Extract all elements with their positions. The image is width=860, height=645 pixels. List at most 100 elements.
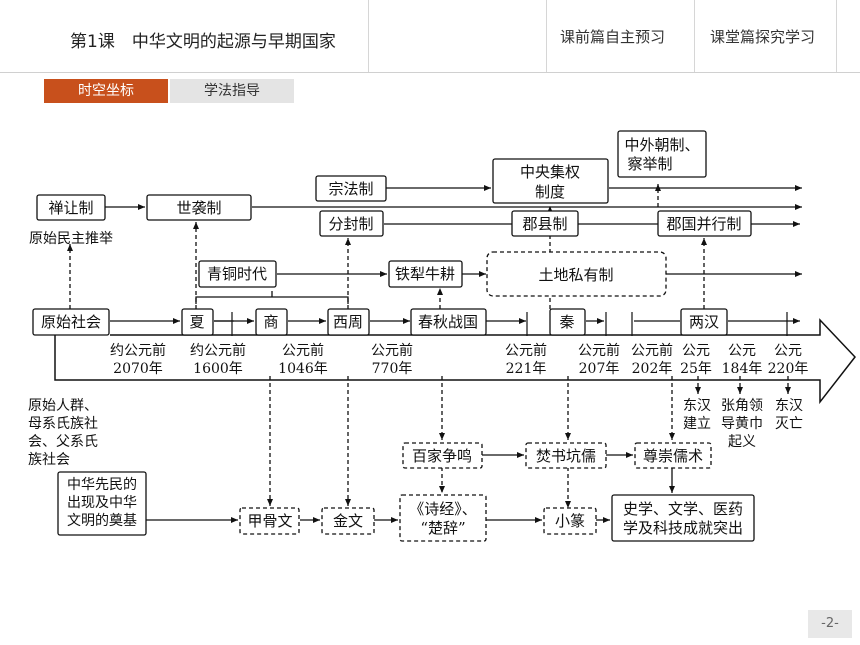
jinwen-label: 金文 bbox=[333, 512, 363, 530]
iron-label: 铁犁牛耕 bbox=[395, 265, 455, 283]
date-labels: 约公元前2070年约公元前1600年公元前1046年公元前770年公元前221年… bbox=[110, 342, 808, 377]
period-han: 两汉 bbox=[689, 313, 719, 331]
iron-box bbox=[388, 260, 463, 288]
date-label: 2070年 bbox=[113, 361, 163, 377]
han-event-label: 东汉 bbox=[775, 398, 803, 414]
date-label: 公元 bbox=[774, 343, 802, 359]
header-divider bbox=[694, 0, 695, 72]
culture-origin-box bbox=[57, 471, 147, 536]
date-label: 公元前 bbox=[578, 342, 620, 359]
han-event-label: 建立 bbox=[683, 416, 711, 432]
date-label: 184年 bbox=[722, 361, 763, 377]
achievement-label-2: 学及科技成就突出 bbox=[623, 519, 743, 537]
shijing-label: 《诗经》、 bbox=[409, 500, 477, 518]
date-label: 25年 bbox=[680, 361, 712, 377]
period-qin: 秦 bbox=[559, 313, 574, 331]
period-chunqiu: 春秋战国 bbox=[418, 313, 478, 331]
period-shang: 商 bbox=[263, 313, 278, 331]
nav-explore-link[interactable]: 课堂篇探究学习 bbox=[710, 28, 816, 46]
zongfa-label: 宗法制 bbox=[328, 180, 373, 198]
date-label: 公元前 bbox=[371, 342, 413, 359]
date-label: 1046年 bbox=[278, 361, 328, 377]
society-note-line: 会、父系氏 bbox=[28, 434, 98, 450]
chuci-label: “楚辞” bbox=[420, 519, 465, 537]
han-event-label: 东汉 bbox=[683, 398, 711, 414]
shixi-box bbox=[146, 194, 252, 221]
culture-origin-line: 文明的奠基 bbox=[67, 512, 137, 529]
society-note-line: 原始人群、 bbox=[28, 398, 98, 414]
bronze-box bbox=[198, 260, 277, 288]
shanrang-note: 原始民主推举 bbox=[29, 231, 113, 247]
jiagu-label: 甲骨文 bbox=[247, 512, 292, 530]
central-box bbox=[492, 158, 609, 204]
date-label: 207年 bbox=[579, 361, 620, 377]
han-event-label: 导黄巾 bbox=[721, 415, 763, 432]
zhou-box bbox=[327, 308, 370, 336]
page-number: -2- bbox=[808, 610, 852, 638]
tab-timeline[interactable]: 时空坐标 bbox=[44, 79, 168, 103]
jungguo-label: 郡国并行制 bbox=[666, 215, 741, 233]
baijia-box bbox=[402, 442, 483, 469]
fenfeng-label: 分封制 bbox=[328, 215, 373, 233]
header-divider bbox=[546, 0, 547, 72]
waichao-box bbox=[617, 130, 707, 178]
xiaozhuan-label: 小篆 bbox=[555, 512, 585, 530]
date-label: 公元 bbox=[728, 343, 756, 359]
land-label: 土地私有制 bbox=[538, 266, 613, 284]
lesson-title: 第1课 中华文明的起源与早期国家 bbox=[70, 32, 336, 52]
date-label: 公元前 bbox=[282, 342, 324, 359]
waichao-label-2: 察举制 bbox=[627, 155, 672, 173]
header-divider bbox=[836, 0, 837, 72]
shanrang-box bbox=[36, 194, 106, 221]
society-note-line: 族社会 bbox=[28, 452, 70, 468]
zunru-label: 尊崇儒术 bbox=[643, 447, 703, 465]
han-event-label: 起义 bbox=[728, 434, 756, 450]
xia-box bbox=[181, 308, 214, 336]
primitive-box bbox=[32, 308, 110, 336]
achievement-label-1: 史学、文学、医药 bbox=[623, 500, 743, 518]
date-label: 202年 bbox=[632, 361, 673, 377]
qin-box bbox=[549, 308, 586, 336]
han-box bbox=[680, 308, 728, 336]
culture-origin-line: 中华先民的 bbox=[67, 477, 137, 493]
zunru-box bbox=[634, 442, 712, 469]
han-event-label: 灭亡 bbox=[775, 416, 803, 432]
date-label: 约公元前 bbox=[110, 342, 166, 359]
shanrang-label: 禅让制 bbox=[48, 199, 93, 217]
date-label: 公元前 bbox=[631, 342, 673, 359]
fenshu-box bbox=[525, 442, 607, 469]
waichao-label-1: 中外朝制、 bbox=[624, 136, 699, 154]
header-divider bbox=[368, 0, 369, 72]
chunqiu-box bbox=[410, 308, 487, 336]
period-primitive: 原始社会 bbox=[41, 313, 101, 331]
society-note-line: 母系氏族社 bbox=[28, 416, 98, 432]
nav-preview-link[interactable]: 课前篇自主预习 bbox=[560, 28, 666, 46]
fenshu-label: 焚书坑儒 bbox=[536, 447, 596, 465]
central-label-1: 中央集权 bbox=[520, 163, 580, 181]
timeline-arrow bbox=[54, 318, 856, 405]
date-label: 770年 bbox=[372, 361, 413, 377]
junxian-box bbox=[511, 210, 579, 237]
shang-box bbox=[255, 308, 288, 336]
date-label: 220年 bbox=[768, 361, 809, 377]
jungguo-box bbox=[657, 210, 752, 237]
jinwen-box bbox=[321, 507, 375, 535]
bronze-label: 青铜时代 bbox=[207, 265, 267, 283]
date-label: 公元 bbox=[682, 343, 710, 359]
date-label: 公元前 bbox=[505, 342, 547, 359]
shijing-box bbox=[399, 494, 487, 542]
achievement-box bbox=[611, 494, 755, 542]
jiagu-box bbox=[239, 507, 300, 535]
central-label-2: 制度 bbox=[535, 183, 565, 201]
date-label: 221年 bbox=[506, 361, 547, 377]
tab-study-guide[interactable]: 学法指导 bbox=[170, 79, 294, 103]
land-box bbox=[486, 251, 667, 297]
date-label: 约公元前 bbox=[190, 342, 246, 359]
period-zhou: 西周 bbox=[333, 313, 363, 331]
header-bar: 第1课 中华文明的起源与早期国家 课前篇自主预习 课堂篇探究学习 bbox=[0, 0, 860, 73]
bronze-age-brace bbox=[195, 291, 349, 304]
